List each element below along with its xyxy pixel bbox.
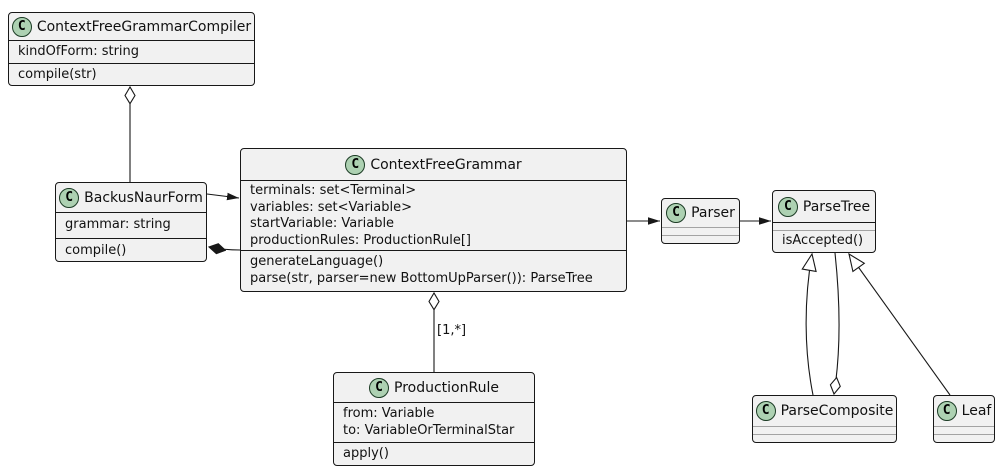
class-spot-icon: C (936, 401, 957, 421)
class-title: C ParseTree (773, 191, 875, 222)
methods-compartment: isAccepted() (773, 230, 875, 252)
class-method: apply() (343, 446, 389, 461)
attributes-compartment: grammar: string (56, 212, 206, 238)
methods-compartment: compile() (56, 238, 206, 261)
attributes-compartment: from: Variable to: VariableOrTerminalSta… (334, 402, 534, 442)
class-attribute: grammar: string (65, 217, 171, 232)
class-name: ContextFreeGrammarCompiler (36, 18, 252, 35)
class-parsetree: C ParseTree isAccepted() (772, 190, 876, 253)
attributes-compartment (662, 227, 739, 235)
class-spot-icon: C (666, 203, 687, 223)
class-parser: C Parser (661, 198, 740, 244)
class-title: C ContextFreeGrammarCompiler (9, 13, 254, 40)
class-spot-icon: C (755, 401, 776, 421)
edge-aggregation-parsecomposite-parsetree-children (834, 252, 839, 394)
class-contextfreegrammarcompiler: C ContextFreeGrammarCompiler kindOfForm:… (8, 12, 255, 86)
attributes-compartment: terminals: set<Terminal> variables: set<… (241, 180, 626, 250)
methods-compartment (753, 434, 896, 442)
edge-generalization-parsecomposite-parsetree (801, 252, 817, 396)
methods-compartment (934, 434, 994, 442)
class-contextfreegrammar: C ContextFreeGrammar terminals: set<Term… (240, 148, 627, 292)
edge-composition-contextfreegrammar-backusnaurform (209, 247, 241, 250)
class-backusnaurform: C BackusNaurForm grammar: string compile… (55, 182, 207, 262)
edge-generalization-leaf-parsetree (848, 252, 951, 396)
class-title: C BackusNaurForm (56, 183, 206, 212)
class-name: Leaf (961, 403, 992, 419)
attributes-compartment (753, 426, 896, 434)
class-title: C ContextFreeGrammar (241, 149, 626, 180)
class-name: Parser (691, 205, 735, 221)
class-method: generateLanguage() (250, 254, 384, 269)
class-attribute: kindOfForm: string (18, 44, 140, 59)
class-attribute: from: Variable (343, 406, 435, 421)
class-name: ContextFreeGrammar (370, 156, 522, 173)
class-productionrule: C ProductionRule from: Variable to: Vari… (333, 372, 535, 466)
class-attribute: productionRules: ProductionRule[] (250, 232, 471, 248)
edge-association-backusnaurform-contextfreegrammar (206, 192, 240, 201)
methods-compartment: generateLanguage() parse(str, parser=new… (241, 250, 626, 291)
methods-compartment: apply() (334, 442, 534, 465)
class-parsecomposite: C ParseComposite (752, 395, 897, 443)
class-attribute: variables: set<Variable> (250, 199, 413, 215)
methods-compartment: compile(str) (9, 63, 254, 85)
class-method: isAccepted() (782, 233, 864, 248)
class-spot-icon: C (777, 196, 798, 217)
class-method: parse(str, parser=new BottomUpParser()):… (250, 270, 593, 286)
class-leaf: C Leaf (933, 395, 995, 443)
class-method: compile() (65, 243, 127, 258)
methods-compartment (662, 235, 739, 243)
class-attribute: terminals: set<Terminal> (250, 183, 417, 198)
class-name: ParseTree (802, 198, 871, 215)
attributes-compartment (773, 222, 875, 230)
class-title: C Parser (662, 199, 739, 227)
class-spot-icon: C (59, 187, 80, 208)
class-name: BackusNaurForm (84, 189, 203, 206)
class-spot-icon: C (345, 154, 366, 175)
attributes-compartment (934, 426, 994, 434)
class-attribute: startVariable: Variable (250, 216, 395, 231)
class-spot-icon: C (369, 377, 390, 398)
class-title: C ProductionRule (334, 373, 534, 402)
edge-multiplicity-label: [1,*] (437, 323, 467, 338)
attributes-compartment: kindOfForm: string (9, 40, 254, 63)
class-attribute: to: VariableOrTerminalStar (343, 422, 515, 438)
class-method: compile(str) (18, 67, 97, 82)
class-spot-icon: C (11, 16, 32, 37)
class-name: ParseComposite (780, 403, 894, 419)
class-title: C Leaf (934, 396, 994, 426)
class-name: ProductionRule (394, 379, 499, 396)
class-title: C ParseComposite (753, 396, 896, 426)
